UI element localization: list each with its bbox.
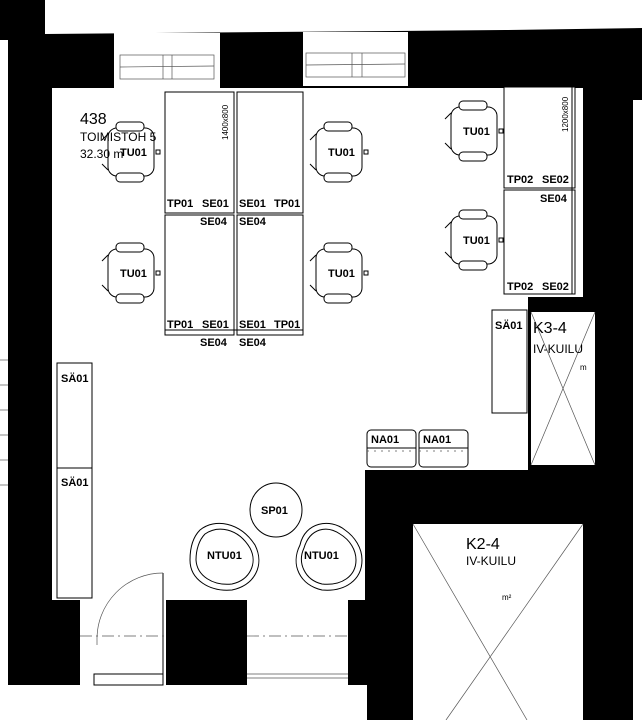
cabinet: SÄ01 [491, 309, 528, 414]
desk-cluster-left: 1400x800 TP01 SE01 SE01 TP01 SE04 SE04 T… [164, 91, 304, 349]
exterior-bottom [0, 685, 367, 720]
lounge-chair-label: NTU01 [304, 550, 339, 562]
room-area: 32.30 m [80, 147, 123, 161]
door[interactable] [80, 572, 166, 686]
desk-label: TP01 [274, 319, 300, 331]
desk-label: TP01 [167, 198, 193, 210]
task-chair: TU01 [444, 100, 504, 162]
lounge-chair-label: NTU01 [207, 550, 242, 562]
desk-label: SE01 [202, 198, 229, 210]
desk-cluster-right: 1200x800 TP02 SE02 SE04 TP02 SE02 [503, 86, 576, 295]
desk [503, 189, 576, 295]
desk-label: TP01 [274, 198, 300, 210]
desk-label: SE01 [239, 319, 266, 331]
cabinet: SÄ01 [56, 467, 93, 599]
shaft-unit: m² [502, 593, 512, 602]
desk-size: 1400x800 [221, 104, 230, 140]
desk [164, 214, 235, 336]
coat-rack: NA01 [366, 429, 417, 468]
task-chair-label: TU01 [328, 268, 355, 280]
window-bottom [247, 600, 348, 685]
desk [164, 91, 235, 214]
cabinet: SÄ01 [56, 362, 93, 469]
desk-label: SE01 [202, 319, 229, 331]
desk-label: SE04 [239, 216, 267, 228]
coat-rack-label: NA01 [423, 434, 451, 446]
window-top-2 [303, 32, 408, 86]
desk-label: SE02 [542, 174, 569, 186]
room-name: TOIMISTOH 5 [80, 130, 157, 144]
cabinet-label: SÄ01 [61, 476, 89, 489]
lounge-chair: NTU01 [295, 522, 363, 591]
desk-label: SE04 [200, 216, 228, 228]
side-table: SP01 [249, 482, 303, 538]
exterior-right-strip [633, 100, 642, 720]
desk [236, 91, 304, 214]
desk-label: SE01 [239, 198, 266, 210]
shaft-id: K2-4 [466, 536, 500, 553]
task-chair-label: TU01 [120, 268, 147, 280]
desk [503, 86, 576, 189]
cabinet-label: SÄ01 [61, 372, 89, 385]
task-chair-label: TU01 [463, 126, 490, 138]
task-chair: TU01 [309, 242, 369, 304]
task-chair-label: TU01 [463, 235, 490, 247]
wall-right [597, 297, 633, 720]
task-chair: TU01 [309, 121, 369, 183]
shaft-k3-4: K3-4 IV-KUILU m [530, 311, 596, 466]
desk-label: TP02 [507, 281, 533, 293]
desk-size: 1200x800 [561, 96, 570, 132]
desk-label: SE02 [542, 281, 569, 293]
room-label: 438 TOIMISTOH 5 32.30 m [80, 111, 157, 161]
coat-rack: NA01 [418, 429, 469, 468]
task-chair: TU01 [101, 242, 161, 304]
task-chair-label: TU01 [120, 147, 147, 159]
exterior-left [0, 40, 8, 685]
shaft-k2-4: K2-4 IV-KUILU m² [412, 523, 584, 720]
desk-label: SE04 [200, 337, 228, 349]
shaft-id: K3-4 [533, 320, 567, 337]
shaft-name: IV-KUILU [533, 342, 583, 356]
lounge-chair: NTU01 [189, 522, 260, 591]
shaft-name: IV-KUILU [466, 554, 516, 568]
window-top-1 [114, 33, 220, 88]
room-number: 438 [80, 111, 107, 128]
desk-label: TP01 [167, 319, 193, 331]
stair-lines [0, 359, 8, 486]
exterior-top [45, 0, 642, 34]
desk-label: TP02 [507, 174, 533, 186]
task-chair: TU01 [101, 121, 161, 183]
task-chair: TU01 [444, 209, 504, 271]
side-table-label: SP01 [261, 505, 288, 517]
coat-rack-label: NA01 [371, 434, 399, 446]
cabinet-label: SÄ01 [495, 319, 523, 332]
desk-label: SE04 [540, 193, 568, 205]
shaft-unit: m [580, 363, 587, 372]
task-chair-label: TU01 [328, 147, 355, 159]
wall-right-lower [583, 470, 597, 720]
desk [236, 214, 304, 336]
desk-label: SE04 [239, 337, 267, 349]
